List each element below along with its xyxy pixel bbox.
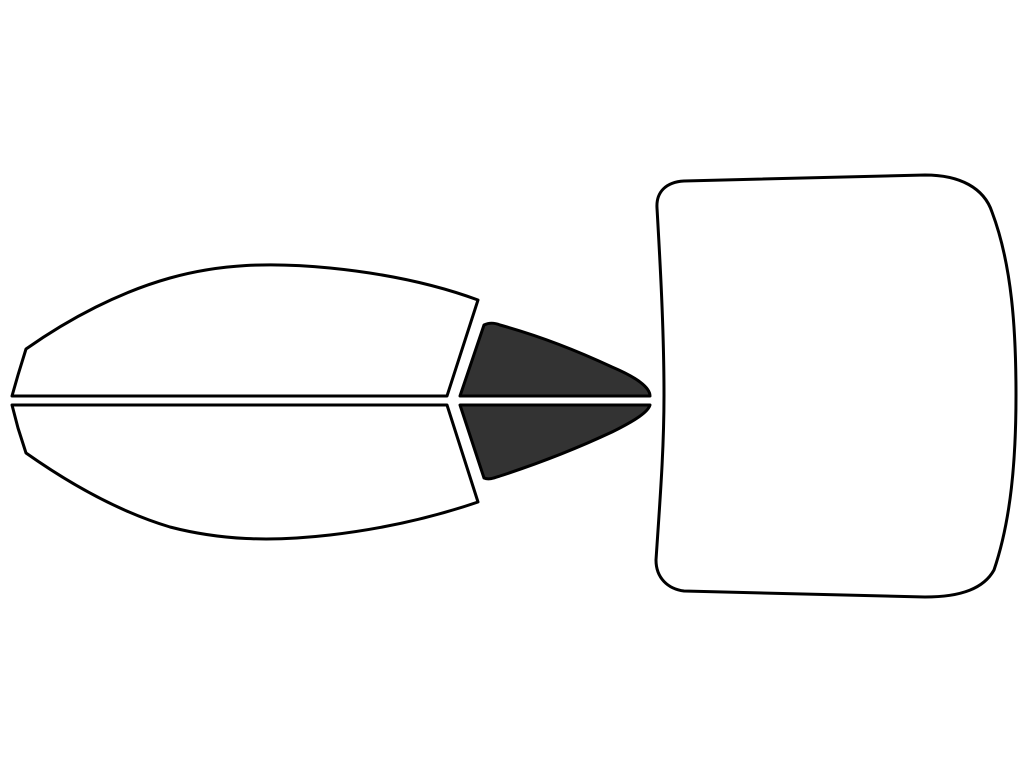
front-door-window-bottom[interactable] (10, 403, 480, 541)
rear-door-window-top[interactable] (458, 321, 652, 398)
front-door-window-top[interactable] (10, 263, 480, 398)
rear-windshield[interactable] (654, 173, 1018, 599)
rear-door-window-bottom[interactable] (458, 403, 652, 481)
